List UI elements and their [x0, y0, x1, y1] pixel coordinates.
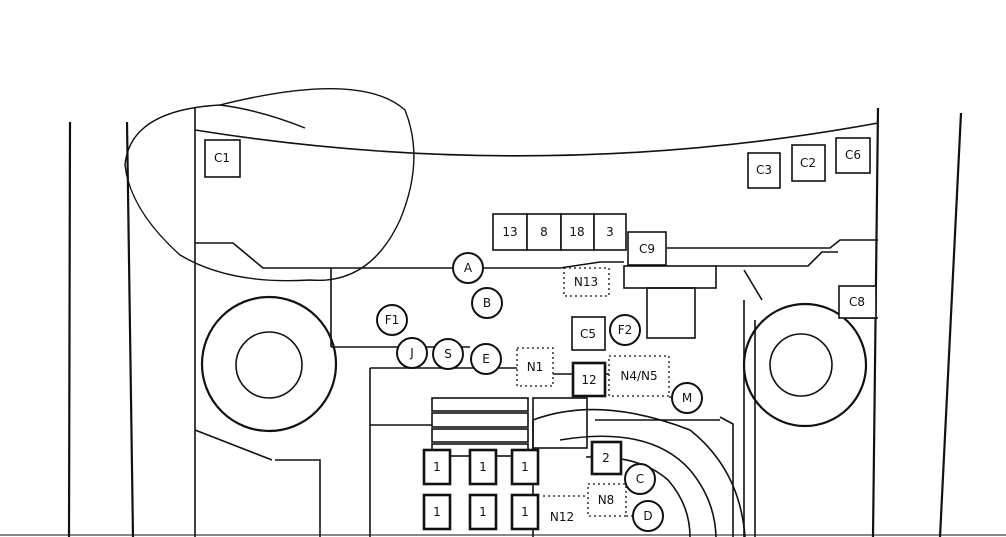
fuse-grid-1: 1 1 1 1 1 1 [422, 448, 540, 531]
circle-e: E [470, 343, 502, 375]
circle-f1: F1 [376, 304, 408, 336]
svg-text:C3: C3 [756, 163, 772, 177]
box-c2: C2 [791, 144, 826, 182]
svg-text:N13: N13 [574, 275, 598, 289]
svg-text:C: C [636, 472, 644, 486]
box-2: 2 [590, 440, 623, 476]
circle-c: C [624, 463, 656, 495]
box-c5: C5 [571, 316, 606, 351]
svg-text:F1: F1 [385, 313, 400, 327]
svg-text:M: M [682, 391, 692, 405]
dotted-n12: N12 [543, 495, 588, 524]
box-c8: C8 [838, 285, 877, 319]
svg-text:N8: N8 [598, 493, 615, 507]
svg-text:18: 18 [569, 225, 584, 239]
svg-text:1: 1 [521, 460, 529, 474]
svg-text:C1: C1 [214, 151, 230, 165]
dotted-n4n5: N4/N5 [608, 355, 670, 397]
svg-text:12: 12 [581, 373, 596, 387]
dotted-n1: N1 [516, 347, 554, 387]
box-c6: C6 [835, 137, 871, 174]
circle-s: S [432, 338, 464, 370]
svg-text:B: B [483, 296, 491, 310]
svg-text:1: 1 [479, 460, 487, 474]
dotted-n13: N13 [563, 267, 610, 297]
left-grommet [200, 295, 338, 433]
circle-f2: F2 [609, 314, 641, 346]
svg-text:8: 8 [540, 225, 548, 239]
svg-text:E: E [482, 352, 490, 366]
svg-text:2: 2 [602, 451, 610, 465]
svg-text:1: 1 [521, 505, 529, 519]
box-12: 12 [571, 361, 607, 398]
svg-text:1: 1 [433, 505, 441, 519]
svg-text:C6: C6 [845, 148, 861, 162]
svg-text:A: A [464, 261, 473, 275]
svg-text:C5: C5 [580, 327, 596, 341]
svg-text:D: D [643, 509, 652, 523]
fuse-strip-stack [431, 397, 588, 457]
svg-text:N1: N1 [527, 360, 544, 374]
relay-block-center [623, 265, 717, 339]
hand-drawn-highlight [124, 87, 415, 282]
svg-text:J: J [409, 346, 414, 360]
svg-text:C2: C2 [800, 156, 816, 170]
box-c1: C1 [204, 139, 241, 178]
box-c9: C9 [627, 231, 667, 266]
dotted-n8: N8 [587, 483, 627, 517]
box-c3: C3 [747, 152, 781, 189]
housing-outline [0, 107, 1006, 537]
svg-text:F2: F2 [618, 323, 633, 337]
svg-text:3: 3 [606, 225, 614, 239]
svg-text:1: 1 [479, 505, 487, 519]
inner-panel [194, 239, 878, 537]
svg-text:C9: C9 [639, 242, 655, 256]
svg-text:C8: C8 [849, 295, 865, 309]
svg-text:13: 13 [502, 225, 517, 239]
circle-d: D [632, 500, 664, 532]
svg-text:N12: N12 [550, 510, 574, 524]
circle-m: M [671, 382, 703, 414]
circle-j: J [396, 337, 428, 369]
right-grommet [742, 302, 868, 428]
circle-b: B [471, 287, 503, 319]
svg-text:N4/N5: N4/N5 [620, 369, 657, 383]
svg-text:1: 1 [433, 460, 441, 474]
svg-text:S: S [444, 347, 452, 361]
circle-a: A [452, 252, 484, 284]
fuse-row-top: 13 8 18 3 [492, 213, 627, 251]
